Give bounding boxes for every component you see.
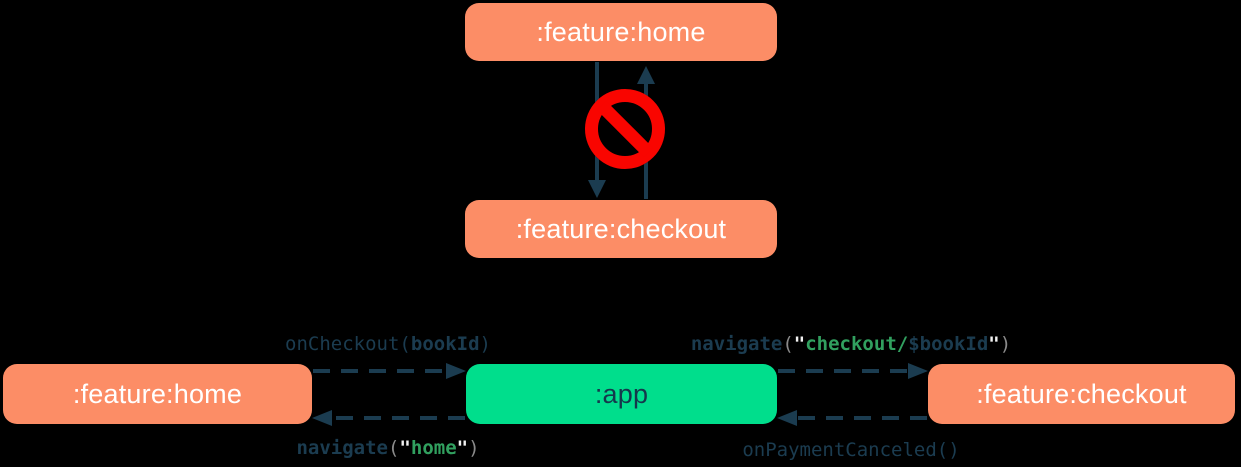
module-label: :feature:checkout (515, 213, 727, 244)
module-label: :feature:checkout (976, 378, 1187, 409)
module-label: :feature:home (536, 16, 706, 47)
code-fn: onPaymentCanceled() (742, 439, 960, 461)
code-quote: " (793, 333, 806, 355)
module-box-feature-home: :feature:home (3, 364, 312, 424)
no-entry-icon (585, 89, 665, 169)
module-box-feature-home-top: :feature:home (465, 3, 777, 61)
code-close: ) (479, 333, 491, 355)
module-box-feature-checkout-top: :feature:checkout (465, 200, 777, 258)
label-oncheckout-bookid: onCheckout(bookId) (285, 333, 491, 355)
code-paren-close: ) (468, 437, 480, 459)
code-string: home (410, 437, 457, 459)
code-paren-open: ( (387, 437, 400, 459)
code-fn: navigate (296, 437, 388, 459)
module-box-app: :app (466, 364, 777, 424)
module-box-feature-checkout: :feature:checkout (928, 364, 1235, 424)
module-label: :app (594, 378, 649, 409)
code-quote: " (988, 333, 1000, 355)
label-navigate-checkout-bookid: navigate("checkout/$bookId") (691, 333, 1011, 355)
code-paren-close: ) (999, 333, 1012, 355)
code-quote: " (456, 437, 469, 459)
code-arg: bookId (410, 333, 480, 355)
navigate-arrow-app-to-checkout (778, 363, 928, 379)
label-onpaymentcanceled: onPaymentCanceled() (742, 439, 959, 461)
label-navigate-home: navigate("home") (296, 437, 479, 459)
code-fn: navigate (690, 333, 783, 355)
code-quote: " (399, 437, 411, 459)
event-arrow-home-to-app (313, 363, 466, 379)
event-arrow-checkout-to-app (777, 410, 927, 426)
code-paren-open: ( (782, 333, 794, 355)
code-string: checkout/ (805, 333, 909, 355)
navigate-arrow-app-to-home (312, 410, 465, 426)
code-template-var: $bookId (908, 333, 989, 355)
code-fn: onCheckout( (285, 333, 411, 355)
module-label: :feature:home (72, 378, 243, 409)
